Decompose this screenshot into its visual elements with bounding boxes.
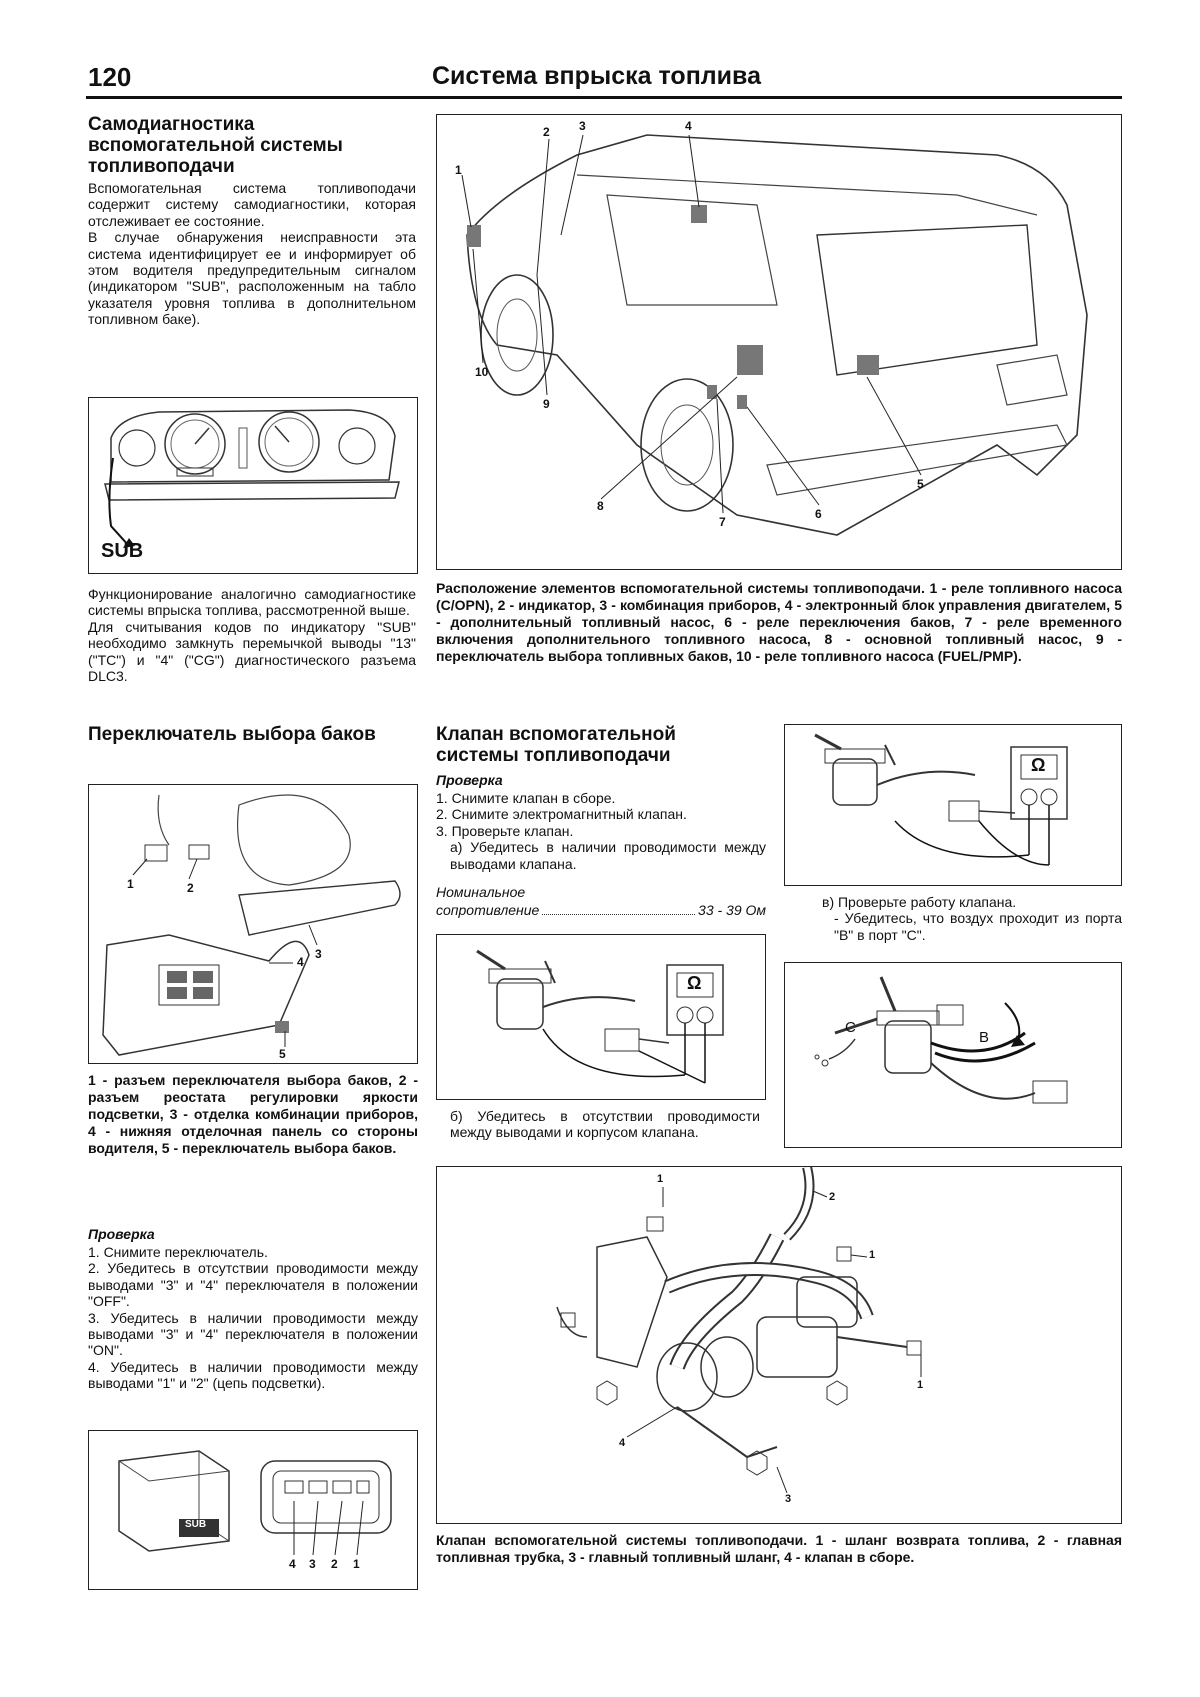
instrument-cluster-figure: SUB <box>88 397 418 574</box>
port-b-label: B <box>979 1029 990 1046</box>
vehicle-callout-7: 7 <box>719 515 726 529</box>
switch-callout-1: 1 <box>127 877 134 891</box>
selfdiag-para-1: Вспомогательная система топливоподачи со… <box>88 180 416 229</box>
valve-check-title: Проверка <box>436 772 503 788</box>
meter-symbol-1: Ω <box>1031 755 1046 775</box>
tank-switch-step-3: 3. Убедитесь в наличии проводимости межд… <box>88 1309 418 1359</box>
valve-insulation-figure: Ω <box>436 934 766 1100</box>
valve-airflow-figure: C B <box>784 962 1122 1148</box>
valve-airflow-drawing <box>814 976 1068 1104</box>
valve-steps: 1. Снимите клапан в сборе. 2. Снимите эл… <box>436 790 766 872</box>
switch-sub-label: SUB <box>185 1519 207 1530</box>
valve-step-a: а) Убедитесь в наличии проводимости межд… <box>450 839 766 872</box>
selfdiag-para-4: Для считывания кодов по индикатору "SUB"… <box>88 618 416 685</box>
sub-indicator-label: SUB <box>101 540 144 562</box>
valve-step-v-detail: - Убедитесь, что воздух проходит из порт… <box>834 910 1122 943</box>
valve-step-v-block: в) Проверьте работу клапана. - Убедитесь… <box>822 894 1122 943</box>
tank-switch-step-4: 4. Убедитесь в наличии проводимости межд… <box>88 1358 418 1392</box>
valve-heading: Клапан вспомогательной системы топливопо… <box>436 724 676 766</box>
valve-assembly-drawing <box>556 1167 922 1494</box>
pin-1: 1 <box>353 1557 360 1571</box>
vehicle-callout-1: 1 <box>455 163 462 177</box>
tank-switch-step-1: 1. Снимите переключатель. <box>88 1244 268 1260</box>
selfdiag-para-2: В случае обнаружения неисправности эта с… <box>88 229 416 328</box>
vehicle-callout-8: 8 <box>597 499 604 513</box>
header-rule <box>86 96 1122 99</box>
tank-switch-check-title: Проверка <box>88 1226 155 1242</box>
nominal-value: 33 - 39 Ом <box>698 902 766 918</box>
vehicle-layout-figure: 1 2 3 4 5 6 7 8 9 10 <box>436 114 1122 570</box>
valve-resistance-drawing <box>814 733 1068 866</box>
vehicle-callout-3: 3 <box>579 119 586 133</box>
valve-insulation-drawing <box>476 949 724 1084</box>
tank-switch-steps: 1. Снимите переключатель. 2. Убедитесь в… <box>88 1244 418 1392</box>
valve-step-1: 1. Снимите клапан в сборе. <box>436 790 616 806</box>
selfdiag-text: Вспомогательная система топливоподачи со… <box>88 180 416 328</box>
selfdiag-text-2: Функционирование аналогично самодиагност… <box>88 586 416 684</box>
switch-callout-5: 5 <box>279 1047 286 1061</box>
switch-connector-drawing <box>118 1450 392 1556</box>
nominal-resistance-row: сопротивление 33 - 39 Ом <box>436 902 766 919</box>
vehicle-callout-5: 5 <box>917 477 924 491</box>
selfdiag-para-3: Функционирование аналогично самодиагност… <box>88 586 416 619</box>
vehicle-callout-6: 6 <box>815 507 822 521</box>
switch-connector-figure: SUB 4 3 2 1 <box>88 1430 418 1590</box>
valve-step-3: 3. Проверьте клапан. <box>436 822 574 839</box>
switch-callout-2: 2 <box>187 881 194 895</box>
vehicle-drawing <box>461 134 1088 536</box>
assembly-callout-1b: 1 <box>869 1249 876 1261</box>
assembly-callout-1a: 1 <box>657 1173 664 1185</box>
nominal-label-2: сопротивление <box>436 902 540 918</box>
tank-switch-heading: Переключатель выбора баков <box>88 724 376 745</box>
meter-symbol-2: Ω <box>687 973 702 993</box>
page-number: 120 <box>88 62 132 92</box>
valve-assembly-caption: Клапан вспомогательной системы топливопо… <box>436 1532 1122 1565</box>
vehicle-callout-2: 2 <box>543 125 550 139</box>
valve-step-2: 2. Снимите электромагнитный клапан. <box>436 806 687 823</box>
assembly-callout-3: 3 <box>785 1493 792 1505</box>
vehicle-callout-10: 10 <box>475 365 489 379</box>
nominal-dots <box>542 914 696 915</box>
port-c-label: C <box>845 1019 856 1036</box>
switch-callout-4: 4 <box>297 955 304 969</box>
valve-resistance-figure: Ω <box>784 724 1122 886</box>
valve-assembly-figure: 1 2 1 1 3 4 <box>436 1166 1122 1524</box>
tank-switch-drawing <box>102 794 401 1056</box>
pin-2: 2 <box>331 1557 338 1571</box>
instrument-cluster-drawing <box>104 409 400 548</box>
tank-switch-figure: 1 2 3 4 5 <box>88 784 418 1064</box>
page-title: Система впрыска топлива <box>432 62 761 90</box>
valve-step-b: б) Убедитесь в отсутствии проводимости м… <box>450 1108 760 1141</box>
assembly-callout-1c: 1 <box>917 1379 924 1391</box>
pin-3: 3 <box>309 1557 316 1571</box>
pin-4: 4 <box>289 1557 296 1571</box>
vehicle-callout-4: 4 <box>685 119 692 133</box>
tank-switch-caption: 1 - разъем переключателя выбора баков, 2… <box>88 1072 418 1156</box>
selfdiag-heading: Самодиагностика вспомогательной системы … <box>88 114 343 177</box>
assembly-callout-2: 2 <box>829 1191 836 1203</box>
vehicle-callout-9: 9 <box>543 397 550 411</box>
assembly-callout-4: 4 <box>619 1437 626 1449</box>
valve-step-v: в) Проверьте работу клапана. <box>822 894 1017 910</box>
vehicle-figure-caption: Расположение элементов вспомогательной с… <box>436 580 1122 664</box>
nominal-label-1: Номинальное <box>436 884 526 900</box>
switch-callout-3: 3 <box>315 947 322 961</box>
tank-switch-step-2: 2. Убедитесь в отсутствии проводимости м… <box>88 1260 418 1310</box>
